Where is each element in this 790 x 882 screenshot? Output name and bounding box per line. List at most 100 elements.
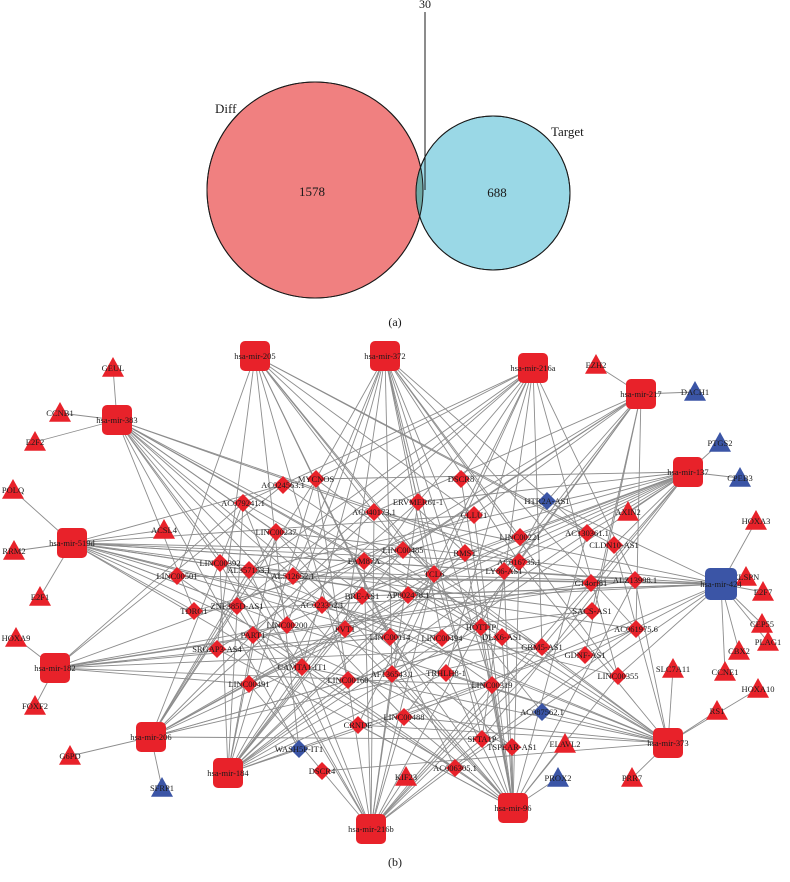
mirna-label: hsa-mir-383 (96, 415, 137, 425)
mirna-square (240, 341, 270, 371)
panel-label-a: (a) (388, 315, 401, 329)
gene-up-node-triangle (59, 745, 81, 765)
lncrna-node: AC023352.1 (300, 596, 344, 614)
network-edge (532, 367, 543, 648)
gene-down-node-label: SFRP1 (150, 783, 174, 793)
network-edge (227, 679, 349, 774)
lncrna-node: LINC00494 (421, 629, 463, 647)
gene-up-node-label: E2F2 (26, 437, 44, 447)
network-edge (370, 610, 593, 830)
network-edges (12, 355, 769, 830)
lncrna-label: DLX6-AS1 (482, 632, 522, 642)
network-edge (242, 367, 534, 504)
lncrna-diamond (353, 587, 371, 605)
network-edge (590, 471, 689, 584)
lncrna-label: ALZ13998.1 (613, 575, 657, 585)
network-edge (503, 393, 642, 572)
gene-up-node-triangle (585, 354, 607, 374)
lncrna-node: LINC00501 (156, 567, 198, 585)
lncrna-diamond (583, 602, 601, 620)
network-edge (236, 367, 534, 607)
lncrna-diamond (627, 620, 645, 638)
lncrna-diamond (472, 618, 490, 636)
network-edge (219, 562, 229, 774)
mirna-label: hsa-mir-519d (49, 538, 95, 548)
gene-up-node-triangle (617, 501, 639, 521)
lncrna-label: ERVMER61-1 (393, 497, 443, 507)
lncrna-diamond (240, 675, 258, 693)
network-edge (481, 367, 534, 740)
gene-up-node: G6PD (59, 745, 81, 765)
network-edge (403, 716, 669, 744)
gene-up-node-triangle (752, 581, 774, 601)
network-edge (54, 667, 493, 686)
mirna-node: hsa-mir-216a (510, 353, 556, 383)
lncrna-diamond (409, 493, 427, 511)
lncrna-diamond (240, 561, 258, 579)
lncrna-node: LINC00221 (499, 528, 541, 546)
network-edge (315, 355, 386, 480)
network-edge (71, 542, 513, 748)
gene-up-node: CCNE1 (712, 661, 739, 681)
gene-down-node-triangle (729, 467, 751, 487)
network-edge (518, 561, 669, 744)
network-edge (384, 355, 520, 563)
mirna-square (356, 814, 386, 844)
mirna-node: hsa-mir-424 (700, 568, 742, 600)
network-edge (373, 511, 722, 585)
lncrna-node: AC006305.1 (433, 759, 477, 777)
network-edge (384, 355, 483, 740)
mirna-label: hsa-mir-137 (667, 467, 708, 477)
gene-down-node-label: PROX2 (545, 773, 572, 783)
network-edge (254, 355, 456, 769)
lncrna-label: AC023352.1 (300, 600, 344, 610)
mirna-square (498, 793, 528, 823)
network-edge (71, 542, 619, 677)
network-edge (407, 583, 722, 596)
gene-down-node-triangle (151, 777, 173, 797)
network-edge (617, 583, 722, 677)
lncrna-diamond (394, 541, 412, 559)
lncrna-label: SFTA1P (467, 734, 496, 744)
mirna-node: hsa-mir-217 (620, 379, 662, 409)
gene-up-node: KIF23 (395, 766, 417, 786)
lncrna-label: LINC00488 (383, 712, 424, 722)
mirna-label: hsa-mir-373 (647, 738, 688, 748)
lncrna-label: LINC00221 (499, 532, 540, 542)
lncrna-node: PART1 (241, 626, 265, 644)
mirna-node: hsa-mir-216b (348, 814, 394, 844)
network-edge (491, 684, 514, 809)
network-edge (635, 393, 642, 630)
lncrna-node: MYCNOS (298, 470, 334, 488)
network-edge (150, 502, 244, 738)
lncrna-label: LINC00114 (370, 632, 412, 642)
mirna-label: hsa-mir-216a (510, 363, 555, 373)
network-edge (227, 549, 404, 774)
gene-up-node: RRM2 (2, 540, 26, 560)
gene-up-node-label: E2F7 (754, 587, 772, 597)
gene-up-node-triangle (153, 519, 175, 539)
gene-up-node-triangle (757, 631, 779, 651)
gene-up-node-triangle (2, 479, 24, 499)
network-edge (116, 419, 303, 668)
lncrna-node: SRGAP3-AS4 (192, 640, 243, 658)
mirna-square (626, 379, 656, 409)
lncrna-diamond (383, 665, 401, 683)
network-edge (193, 471, 689, 612)
network-edge (248, 471, 689, 685)
network-edge (71, 542, 637, 630)
network-edge (454, 583, 722, 769)
lncrna-diamond (349, 716, 367, 734)
network-edge (373, 393, 642, 513)
gene-up-node-label: CCNE1 (712, 667, 739, 677)
gene-up-node-label: HOXA10 (741, 684, 774, 694)
network-edge (150, 605, 238, 738)
lncrna-diamond (510, 553, 528, 571)
gene-up-node-label: EZH2 (586, 360, 607, 370)
network-edge (227, 672, 447, 774)
gene-up-node: GEUL (102, 357, 124, 377)
gene-down-node-label: DACH1 (681, 387, 709, 397)
gene-up-node-triangle (706, 700, 728, 720)
lncrna-diamond (313, 596, 331, 614)
mirna-square (40, 653, 70, 683)
